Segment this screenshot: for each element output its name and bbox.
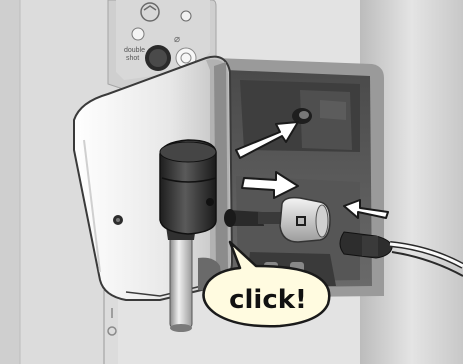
callout-text: click! — [229, 285, 307, 315]
double-label: double — [124, 47, 145, 54]
cup-icon: ⌀ — [174, 34, 180, 45]
button-indicator-icon — [181, 11, 191, 21]
bean-icon — [132, 28, 144, 40]
shot-label: shot — [126, 55, 139, 62]
